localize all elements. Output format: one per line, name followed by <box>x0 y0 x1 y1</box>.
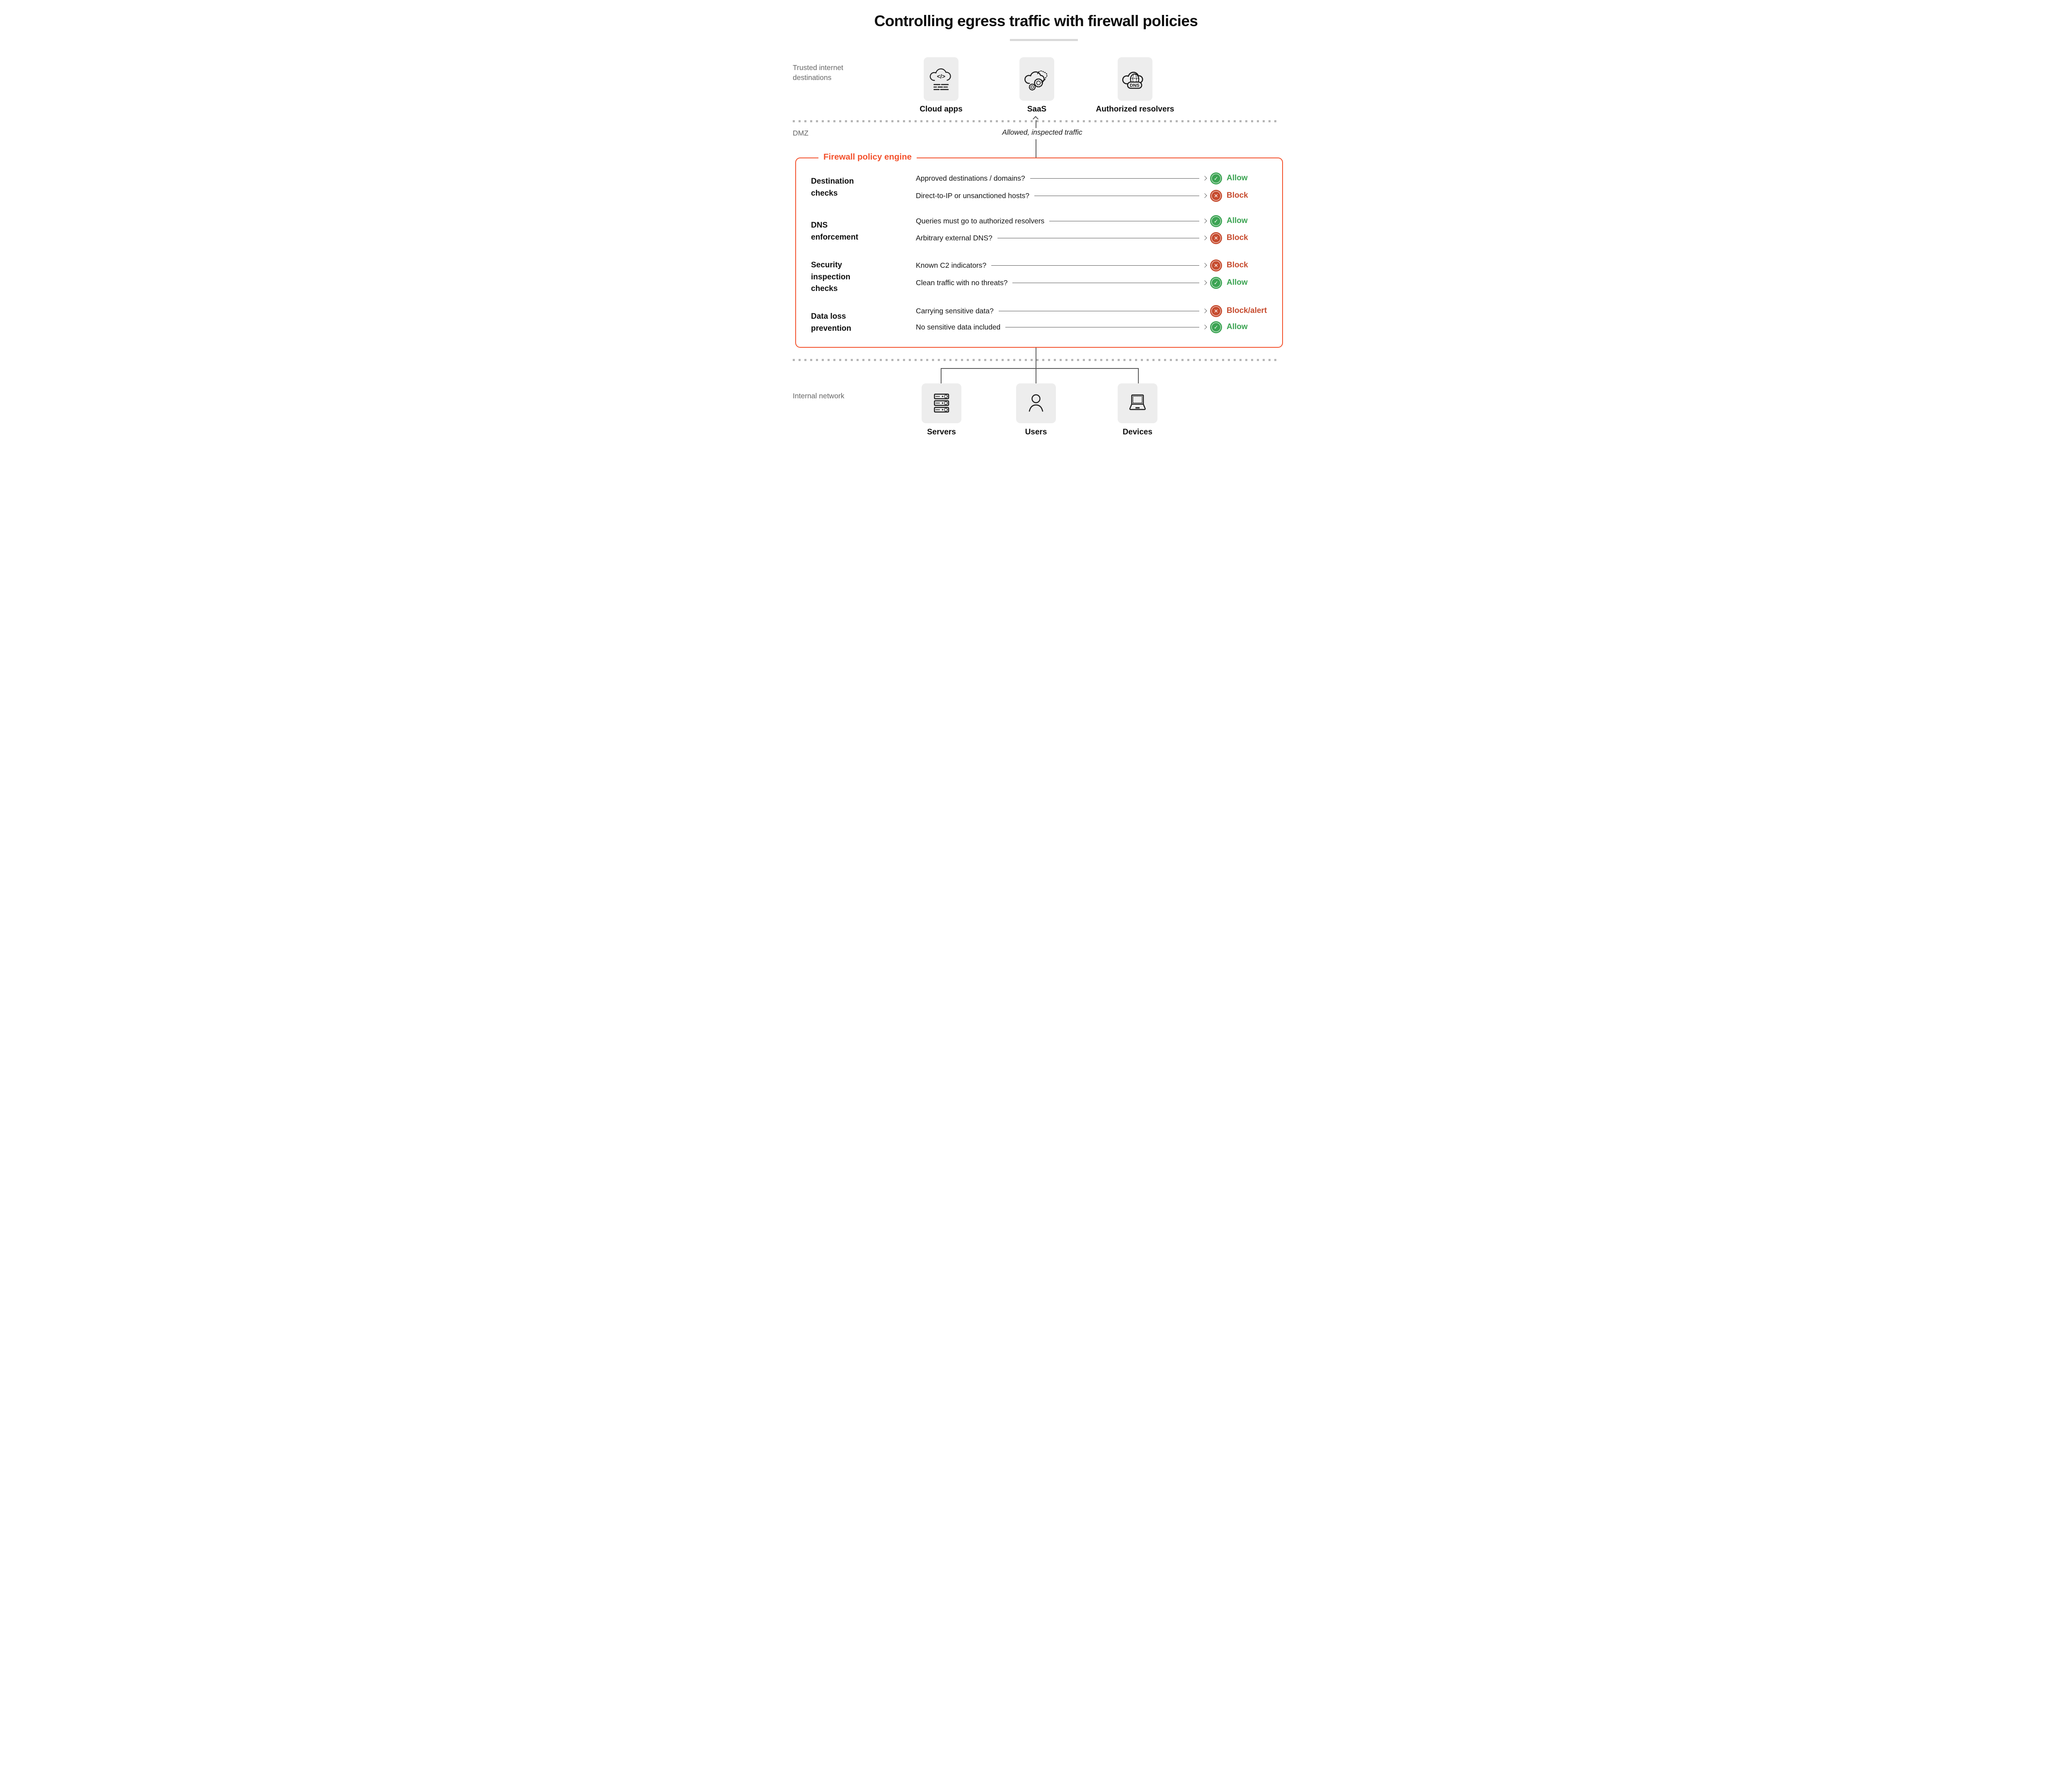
rule-question: Clean traffic with no threats? <box>916 278 1008 287</box>
servers-branch-line <box>941 368 942 384</box>
category-dns-enforcement: DNS enforcement <box>811 221 859 242</box>
outcome-badge: ✕ Block <box>1210 189 1272 202</box>
category-destination-checks: Destination checks <box>811 177 854 198</box>
laptop-icon <box>1125 391 1150 416</box>
leader-line <box>991 265 1199 266</box>
x-circle-icon: ✕ <box>1210 189 1222 202</box>
dns-badge-text: DNS <box>1130 83 1139 88</box>
outcome-label: Block/alert <box>1227 306 1267 315</box>
firewall-policy-engine-label: Firewall policy engine <box>818 152 917 162</box>
check-circle-icon: ✓ <box>1210 215 1222 227</box>
node-authorized-resolvers: DNS <box>1118 57 1152 101</box>
rule-question: Arbitrary external DNS? <box>916 233 992 242</box>
outcome-label: Allow <box>1227 174 1248 182</box>
rule-question: Known C2 indicators? <box>916 261 987 269</box>
arrowhead-icon <box>1202 280 1207 285</box>
arrowhead-icon <box>1202 325 1207 330</box>
outcome-label: Block <box>1227 233 1248 242</box>
arrowhead-icon <box>1202 193 1207 198</box>
outcome-label: Allow <box>1227 216 1248 225</box>
internal-connector-line <box>941 368 1138 369</box>
rule-row: Approved destinations / domains? ✓ Allow <box>916 171 1272 185</box>
check-circle-icon: ✓ <box>1210 276 1222 289</box>
node-label-users: Users <box>1025 428 1047 436</box>
leader-line <box>1030 178 1199 179</box>
rule-question: Approved destinations / domains? <box>916 174 1025 182</box>
page-title: Controlling egress traffic with firewall… <box>874 12 1198 29</box>
category-security-inspection-checks: Security inspection checks <box>811 261 851 293</box>
zone-label-dmz: DMZ <box>793 129 808 137</box>
arrowhead-icon <box>1202 235 1207 240</box>
rule-row: No sensitive data included ✓ Allow <box>916 320 1272 334</box>
outcome-badge: ✓ Allow <box>1210 321 1272 333</box>
node-devices <box>1118 383 1157 423</box>
outcome-badge: ✓ Allow <box>1210 276 1272 289</box>
cloud-code-icon: </> <box>929 65 954 93</box>
arrowhead-icon <box>1202 263 1207 268</box>
node-label-cloud-apps: Cloud apps <box>920 105 963 114</box>
rule-question: Carrying sensitive data? <box>916 306 994 315</box>
rule-row: Direct-to-IP or unsanctioned hosts? ✕ Bl… <box>916 189 1272 203</box>
check-circle-icon: ✓ <box>1210 172 1222 184</box>
zone-divider-bottom <box>793 359 1279 361</box>
title-underline <box>1010 39 1078 41</box>
rule-row: Queries must go to authorized resolvers … <box>916 214 1272 228</box>
rule-row: Clean traffic with no threats? ✓ Allow <box>916 276 1272 290</box>
outcome-label: Allow <box>1227 278 1248 287</box>
outcome-badge: ✓ Allow <box>1210 172 1272 184</box>
outcome-badge: ✕ Block <box>1210 259 1272 271</box>
rule-row: Arbitrary external DNS? ✕ Block <box>916 231 1272 245</box>
outcome-badge: ✓ Allow <box>1210 215 1272 227</box>
rule-row: Carrying sensitive data? ✕ Block/alert <box>916 304 1272 318</box>
arrowhead-icon <box>1202 308 1207 313</box>
x-circle-icon: ✕ <box>1210 232 1222 244</box>
x-circle-icon: ✕ <box>1210 305 1222 317</box>
servers-icon <box>929 391 954 416</box>
category-data-loss-prevention: Data loss prevention <box>811 312 852 333</box>
zone-label-trusted: Trusted internet destinations <box>793 63 843 82</box>
outcome-badge: ✕ Block <box>1210 232 1272 244</box>
rule-row: Known C2 indicators? ✕ Block <box>916 258 1272 272</box>
arrowhead-icon <box>1202 176 1207 181</box>
svg-text:</>: </> <box>937 73 945 80</box>
firewall-policy-engine-box <box>795 158 1283 348</box>
user-icon <box>1023 391 1049 416</box>
x-circle-icon: ✕ <box>1210 259 1222 271</box>
node-cloud-apps: </> <box>924 57 959 101</box>
rule-question: Queries must go to authorized resolvers <box>916 216 1045 225</box>
node-users <box>1016 383 1056 423</box>
node-label-servers: Servers <box>927 428 956 436</box>
cloud-gears-icon <box>1024 65 1050 93</box>
outcome-label: Allow <box>1227 322 1248 331</box>
cloud-dns-icon: DNS <box>1122 65 1148 93</box>
node-servers <box>922 383 961 423</box>
node-label-devices: Devices <box>1123 428 1152 436</box>
rule-question: No sensitive data included <box>916 322 1001 331</box>
zone-label-internal: Internal network <box>793 392 845 400</box>
check-circle-icon: ✓ <box>1210 321 1222 333</box>
devices-branch-line <box>1138 368 1139 384</box>
outcome-label: Block <box>1227 261 1248 269</box>
node-label-authorized-resolvers: Authorized resolvers <box>1096 105 1174 114</box>
outcome-label: Block <box>1227 191 1248 200</box>
node-label-saas: SaaS <box>1027 105 1047 114</box>
traffic-note: Allowed, inspected traffic <box>1002 128 1082 136</box>
diagram-canvas: Controlling egress traffic with firewall… <box>777 0 1295 446</box>
arrowhead-icon <box>1202 218 1207 223</box>
node-saas <box>1019 57 1054 101</box>
rule-question: Direct-to-IP or unsanctioned hosts? <box>916 191 1029 200</box>
outcome-badge: ✕ Block/alert <box>1210 305 1272 317</box>
